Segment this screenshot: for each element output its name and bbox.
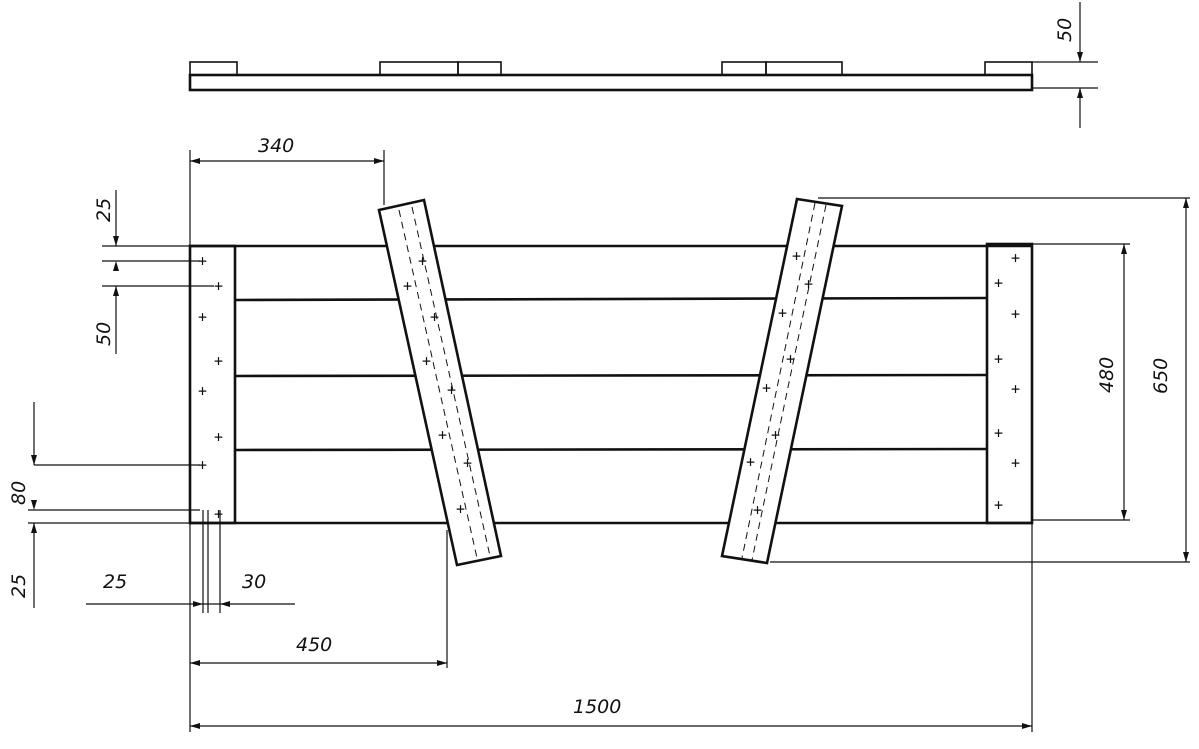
- svg-text:+: +: [771, 426, 780, 444]
- svg-text:+: +: [786, 350, 795, 368]
- dim-label-1500: 1500: [573, 696, 621, 718]
- dim-arrow: [1077, 52, 1083, 62]
- side-batten: [189, 61, 238, 76]
- svg-text:+: +: [1011, 454, 1020, 472]
- side-batten: [457, 61, 502, 76]
- svg-text:+: +: [418, 252, 427, 270]
- side-view-board: [188, 73, 1034, 92]
- side-batten: [984, 61, 1033, 76]
- svg-text:+: +: [214, 428, 223, 446]
- svg-text:+: +: [456, 500, 465, 518]
- svg-text:+: +: [198, 456, 207, 474]
- svg-text:+: +: [1011, 380, 1020, 398]
- dim-label-25-left: 25: [93, 198, 115, 222]
- svg-text:+: +: [430, 308, 439, 326]
- screw-marks: + + + + + + + + + + + + + + + + + + + + …: [198, 247, 1020, 523]
- left-diagonal-brace: [377, 198, 503, 567]
- svg-text:+: +: [198, 382, 207, 400]
- svg-text:+: +: [198, 252, 207, 270]
- dim-label-50-left: 50: [93, 322, 115, 346]
- svg-text:+: +: [994, 274, 1003, 292]
- svg-text:+: +: [804, 275, 813, 293]
- dim-label-650: 650: [1150, 358, 1172, 394]
- dim-label-25-bottom-left: 25: [8, 574, 30, 598]
- plan-view: + + + + + + + + + + + + + + + + + + + + …: [188, 197, 1034, 567]
- slat-line: [234, 447, 988, 452]
- svg-text:+: +: [1011, 249, 1020, 267]
- svg-text:+: +: [447, 381, 456, 399]
- svg-text:+: +: [994, 424, 1003, 442]
- svg-text:+: +: [463, 454, 472, 472]
- dim-label-30: 30: [242, 571, 266, 593]
- svg-text:+: +: [214, 505, 223, 523]
- svg-text:+: +: [746, 453, 755, 471]
- dim-label-80: 80: [8, 481, 30, 505]
- side-batten: [379, 61, 459, 76]
- svg-text:+: +: [792, 247, 801, 265]
- dimension-lines: [28, 150, 1190, 732]
- svg-text:+: +: [753, 501, 762, 519]
- dimension-labels: 340 25 50 80 25 25 30 450 1500 480 650: [8, 135, 1172, 718]
- side-view: 50: [188, 2, 1098, 128]
- slat-line: [234, 373, 988, 378]
- side-batten: [721, 61, 767, 76]
- dim-label-50-top: 50: [1054, 18, 1076, 42]
- svg-text:+: +: [762, 379, 771, 397]
- slat-line: [234, 296, 988, 302]
- svg-text:+: +: [994, 350, 1003, 368]
- side-batten: [765, 61, 843, 76]
- svg-text:+: +: [403, 277, 412, 295]
- svg-text:+: +: [214, 277, 223, 295]
- dim-arrow: [1077, 88, 1083, 98]
- dim-label-450: 450: [296, 634, 332, 656]
- svg-text:+: +: [438, 426, 447, 444]
- dim-label-25-bottom: 25: [103, 571, 127, 593]
- svg-text:+: +: [422, 352, 431, 370]
- svg-text:+: +: [994, 496, 1003, 514]
- svg-text:+: +: [198, 308, 207, 326]
- dim-label-340: 340: [258, 135, 294, 157]
- left-end-cleat: [188, 244, 237, 525]
- right-diagonal-brace: [720, 197, 844, 565]
- svg-text:+: +: [778, 304, 787, 322]
- svg-text:+: +: [214, 352, 223, 370]
- right-end-cleat: [985, 242, 1034, 525]
- dim-label-480: 480: [1096, 357, 1118, 393]
- svg-text:+: +: [1011, 305, 1020, 323]
